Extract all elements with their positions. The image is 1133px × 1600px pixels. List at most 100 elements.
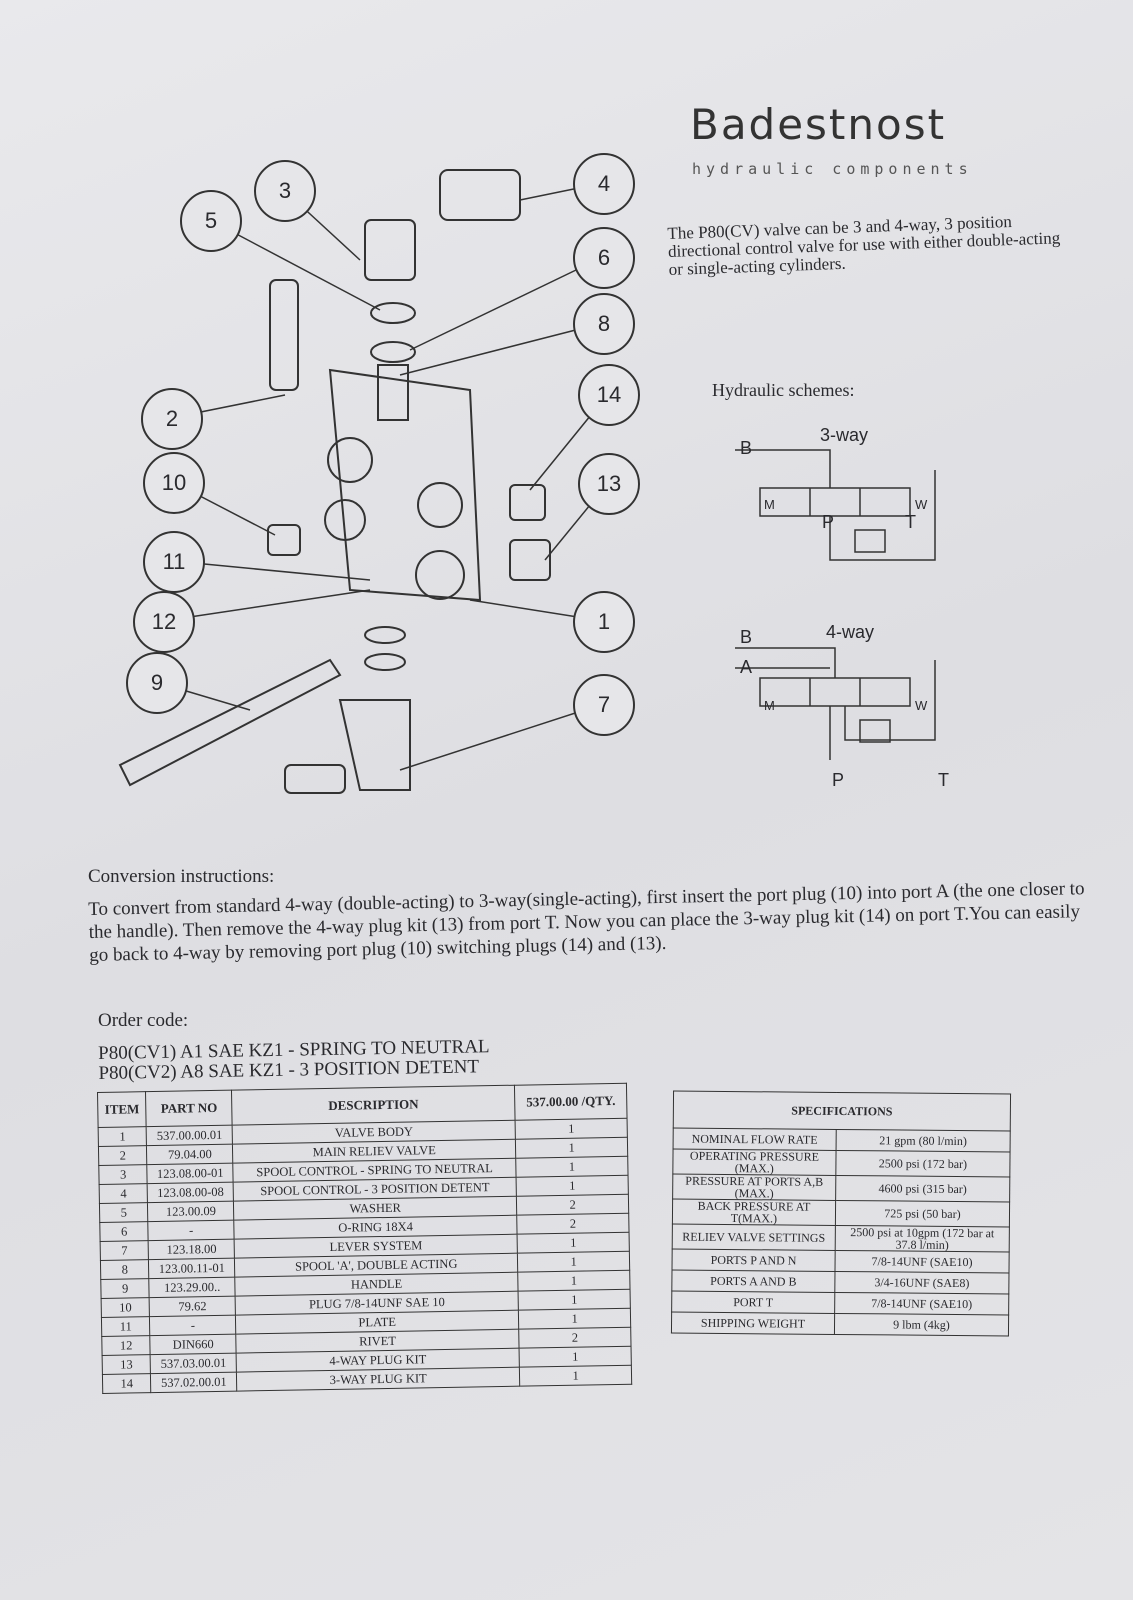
schemes-title: Hydraulic schemes: xyxy=(712,380,855,400)
three-way-label: 3-way xyxy=(820,425,869,445)
cell-qty: 1 xyxy=(515,1156,629,1178)
hydraulic-schemes xyxy=(735,449,936,760)
port-b-label-3way: B xyxy=(740,438,753,458)
leader-lines xyxy=(155,182,609,771)
order-code-2: P80(CV2) A8 SAE KZ1 - 3 POSITION DETENT xyxy=(98,1056,480,1084)
callout-2: 2 xyxy=(141,388,203,450)
spec-label: OPERATING PRESSURE (MAX.) xyxy=(672,1149,836,1176)
cell-part-no: 123.29.00.. xyxy=(149,1277,236,1298)
callout-10: 10 xyxy=(143,452,205,514)
m-label-3way: M xyxy=(764,497,775,512)
cell-item: 11 xyxy=(101,1316,151,1337)
cell-item: 5 xyxy=(99,1202,149,1223)
3way-valve-block xyxy=(759,487,911,517)
spec-row: BACK PRESSURE AT T(MAX.)725 psi (50 bar) xyxy=(672,1199,1010,1227)
cell-item: 7 xyxy=(100,1240,149,1261)
spec-value: 2500 psi (172 bar) xyxy=(835,1150,1011,1177)
spec-label: PRESSURE AT PORTS A,B (MAX.) xyxy=(672,1174,836,1201)
cell-qty: 1 xyxy=(517,1232,630,1254)
cell-part-no: 123.00.09 xyxy=(147,1201,234,1222)
cell-part-no: 537.03.00.01 xyxy=(150,1353,237,1374)
spec-label: SHIPPING WEIGHT xyxy=(671,1312,835,1335)
callout-1: 1 xyxy=(573,591,635,653)
port-a-label: A xyxy=(740,657,753,677)
header-item: ITEM xyxy=(97,1091,147,1128)
header-description: DESCRIPTION xyxy=(231,1085,516,1126)
cell-qty: 1 xyxy=(519,1346,632,1368)
callout-12: 12 xyxy=(133,591,195,653)
spec-value: 4600 psi (315 bar) xyxy=(835,1175,1010,1202)
cell-part-no: DIN660 xyxy=(150,1334,237,1355)
spec-label: PORTS P AND N xyxy=(672,1249,836,1272)
cell-item: 4 xyxy=(99,1183,148,1204)
cell-description: 3-WAY PLUG KIT xyxy=(236,1367,520,1392)
cell-part-no: 79.62 xyxy=(149,1296,236,1317)
callout-7: 7 xyxy=(573,674,635,736)
spec-label: PORTS A AND B xyxy=(671,1270,835,1293)
t-label-4way: T xyxy=(938,770,949,790)
spec-label: RELIEV VALVE SETTINGS xyxy=(672,1224,836,1251)
callout-3: 3 xyxy=(254,160,316,222)
cell-item: 10 xyxy=(101,1297,150,1318)
callout-9: 9 xyxy=(126,652,188,714)
callout-5: 5 xyxy=(180,190,242,252)
valve-body-shape xyxy=(328,368,482,602)
spec-row: OPERATING PRESSURE (MAX.)2500 psi (172 b… xyxy=(672,1149,1011,1177)
callout-13: 13 xyxy=(578,453,640,515)
conversion-title: Conversion instructions: xyxy=(88,866,275,887)
cell-item: 9 xyxy=(100,1278,150,1299)
cell-item: 12 xyxy=(101,1335,151,1356)
cell-item: 2 xyxy=(98,1145,148,1166)
cell-item: 3 xyxy=(98,1164,148,1185)
callout-14: 14 xyxy=(578,364,640,426)
header-part-no: PART NO xyxy=(145,1090,233,1127)
w-label-3way: W xyxy=(915,497,928,512)
cell-qty: 1 xyxy=(517,1270,631,1292)
cell-item: 14 xyxy=(102,1373,152,1394)
spec-value: 21 gpm (80 l/min) xyxy=(835,1129,1011,1152)
callout-6: 6 xyxy=(573,227,635,289)
spec-value: 7/8-14UNF (SAE10) xyxy=(834,1292,1009,1315)
port-b-label-4way: B xyxy=(740,627,753,647)
cell-qty: 1 xyxy=(518,1308,631,1330)
w-label-4way: W xyxy=(915,698,928,713)
p-label-3way: P xyxy=(822,512,835,532)
specs-title: SPECIFICATIONS xyxy=(673,1091,1011,1131)
cell-item: 13 xyxy=(102,1354,151,1375)
cell-part-no: 123.08.00-08 xyxy=(147,1182,234,1203)
callout-11: 11 xyxy=(143,531,205,593)
cell-part-no: 123.08.00-01 xyxy=(147,1163,234,1184)
cell-part-no: - xyxy=(148,1220,235,1241)
brand-logo: Badestnost xyxy=(690,100,947,149)
cell-qty: 2 xyxy=(516,1194,629,1216)
cell-qty: 1 xyxy=(519,1365,632,1387)
t-label-3way: T xyxy=(905,512,916,532)
cell-item: 8 xyxy=(100,1259,150,1280)
4way-valve-block xyxy=(759,677,911,707)
spec-value: 7/8-14UNF (SAE10) xyxy=(834,1250,1010,1273)
cell-item: 1 xyxy=(98,1126,147,1147)
cell-part-no: 537.02.00.01 xyxy=(150,1372,237,1393)
brand-tagline: hydraulic components xyxy=(692,160,973,178)
callout-4: 4 xyxy=(573,153,635,215)
callout-8: 8 xyxy=(573,293,635,355)
spec-value: 9 lbm (4kg) xyxy=(834,1313,1009,1336)
order-codes: P80(CV1) A1 SAE KZ1 - SPRING TO NEUTRAL … xyxy=(98,1036,490,1084)
cell-item: 6 xyxy=(99,1221,149,1242)
order-code-title: Order code: xyxy=(98,1010,189,1031)
spec-label: BACK PRESSURE AT T(MAX.) xyxy=(672,1199,836,1226)
cell-qty: 1 xyxy=(517,1251,630,1273)
header-qty: 537.00.00 /QTY. xyxy=(514,1083,628,1121)
cell-qty: 1 xyxy=(518,1289,631,1311)
cell-part-no: 79.04.00 xyxy=(146,1144,233,1165)
cell-qty: 1 xyxy=(516,1175,629,1197)
spec-label: PORT T xyxy=(671,1291,835,1314)
intro-text: The P80(CV) valve can be 3 and 4-way, 3 … xyxy=(667,211,1061,279)
cell-part-no: - xyxy=(149,1315,236,1336)
spec-label: NOMINAL FLOW RATE xyxy=(673,1128,837,1151)
